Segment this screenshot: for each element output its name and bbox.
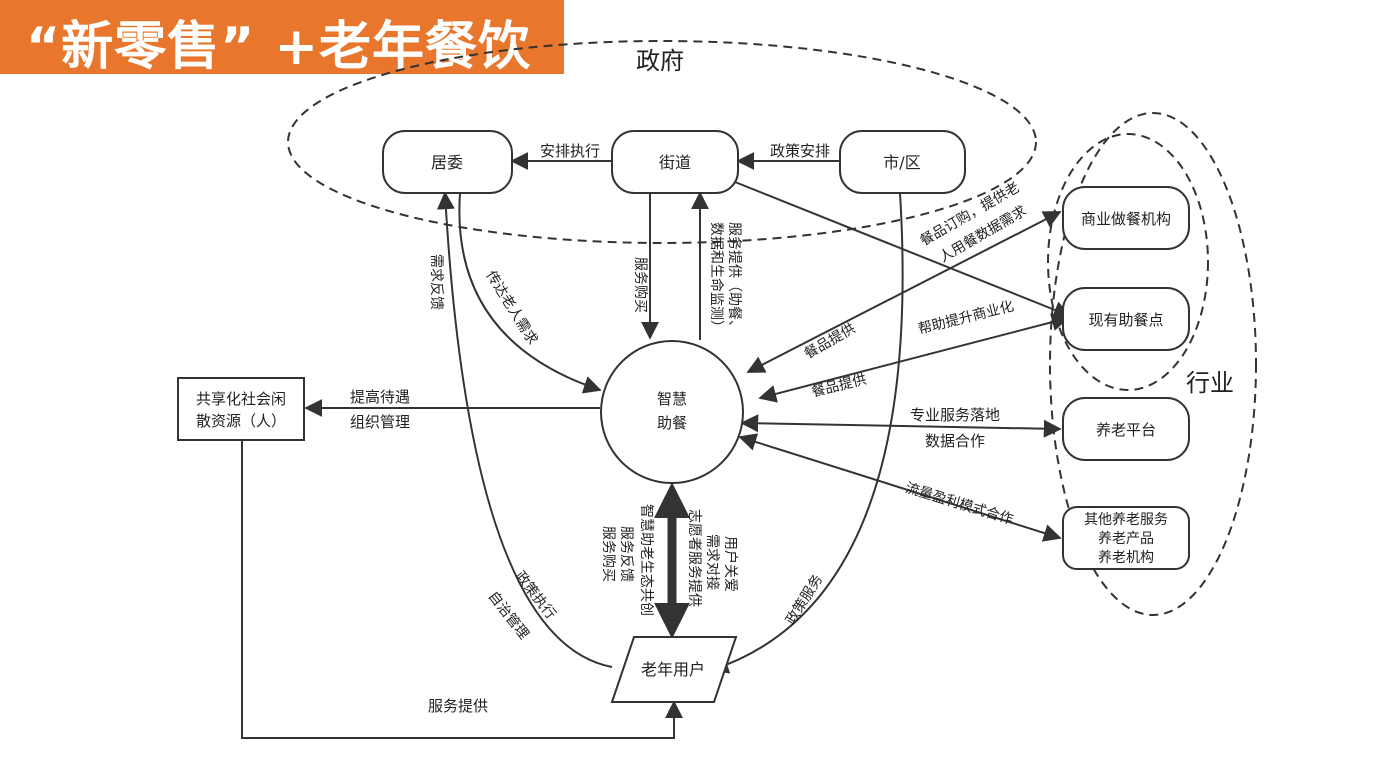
label-pro-service: 专业服务落地: [910, 406, 1000, 424]
node-label-shared-2: 散资源（人）: [196, 412, 286, 430]
node-jiedao: 街道: [611, 130, 739, 194]
label-policy-service: 政策服务: [782, 571, 826, 627]
node-shiqu: 市/区: [839, 130, 966, 194]
node-label-other-1: 其他养老服务: [1084, 512, 1168, 528]
label-meal-supply-a: 餐品提供: [802, 321, 858, 363]
banner-title: “新零售” +老年餐饮: [26, 17, 532, 77]
node-label-smart-2: 助餐: [657, 414, 687, 432]
node-label-platform: 养老平台: [1096, 421, 1156, 439]
label-convey-needs: 传达老人需求: [482, 268, 540, 348]
label-policy-exec: 政策执行: [512, 568, 560, 623]
label-data-coop: 数据合作: [925, 432, 985, 450]
node-label-commercial: 商业做餐机构: [1081, 210, 1171, 228]
edge-smart-other: [738, 433, 1062, 542]
node-label-shiqu: 市/区: [883, 153, 920, 172]
node-other: 其他养老服务 养老产品 养老机构: [1062, 506, 1190, 570]
label-self-govern: 自治管理: [485, 589, 532, 643]
label-col-user-care: 用户关爱: [722, 536, 739, 592]
label-col-service-purchase: 服务购买: [600, 526, 616, 582]
label-service-provide-2: 数据和生命监测）: [708, 222, 725, 334]
label-service-provide-1: 服务提供（助餐、: [726, 222, 742, 334]
industry-group-outer-ellipse: [1049, 112, 1257, 616]
node-label-smart-1: 智慧: [657, 390, 687, 408]
node-label-shared-1: 共享化社会闲: [196, 390, 286, 408]
industry-group-inner-ellipse: [1047, 133, 1209, 391]
node-label-existing: 现有助餐点: [1088, 311, 1163, 329]
node-existing: 现有助餐点: [1062, 287, 1190, 351]
label-service-purchase: 服务购买: [632, 257, 648, 313]
label-demand-feedback: 需求反馈: [428, 254, 444, 310]
label-traffic-coop: 流量盈利模式合作: [903, 480, 1015, 528]
label-col-demand-match: 需求对接: [704, 534, 721, 590]
edge-juwei-smart: [458, 192, 602, 394]
group-label-government: 政府: [636, 47, 684, 75]
label-meal-supply-b: 餐品提供: [810, 372, 868, 401]
node-label-other-2: 养老产品: [1098, 531, 1154, 547]
edge-elderly-juwei-feedback: [436, 191, 613, 668]
node-commercial: 商业做餐机构: [1062, 186, 1190, 250]
group-label-industry: 行业: [1186, 369, 1234, 397]
label-help-commercial: 帮助提升商业化: [917, 299, 1016, 338]
node-shared-resources: 共享化社会闲 散资源（人）: [177, 377, 305, 441]
edge-smart-existing: [758, 313, 1070, 403]
label-col-volunteer: 志愿者服务提供: [686, 509, 702, 607]
edge-smart-platform: [740, 414, 1062, 438]
government-group-ellipse: [287, 40, 1037, 244]
label-org-manage: 组织管理: [350, 413, 410, 431]
title-banner: “新零售” +老年餐饮: [0, 0, 564, 77]
node-label-juwei: 居委: [431, 153, 463, 172]
node-elderly-user: 老年用户: [610, 636, 738, 703]
label-raise-treatment: 提高待遇: [350, 388, 410, 406]
node-label-elderly: 老年用户: [641, 660, 705, 679]
node-label-other-3: 养老机构: [1098, 550, 1154, 566]
connector-lines: [241, 152, 1072, 739]
node-juwei: 居委: [382, 130, 513, 194]
label-col-service-feedback: 服务反馈: [618, 526, 634, 582]
node-platform: 养老平台: [1062, 397, 1190, 461]
label-col-eco-cocreate: 智慧助老生态共创: [638, 504, 654, 616]
node-label-jiedao: 街道: [659, 153, 691, 172]
node-smart-meal: 智慧 助餐: [600, 340, 744, 484]
label-service-supply: 服务提供: [428, 697, 488, 715]
label-arrange-exec: 安排执行: [540, 142, 600, 160]
label-policy-arrange: 政策安排: [770, 142, 830, 160]
edge-shared-elderly-service: [241, 440, 683, 739]
